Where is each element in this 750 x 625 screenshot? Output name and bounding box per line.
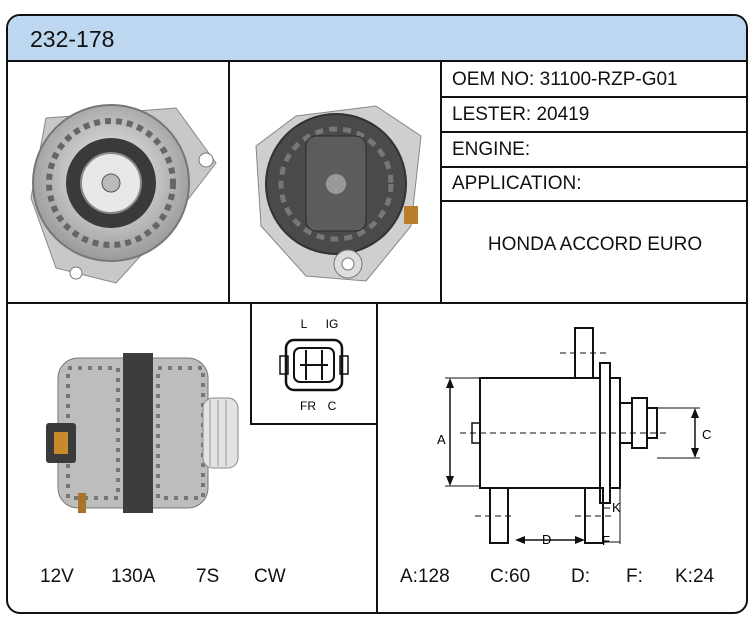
divider [440,166,746,168]
dimension-k-value: K:24 [675,566,715,587]
dim-k-label: K [612,500,621,515]
divider [250,304,252,424]
engine-row: ENGINE: [452,139,535,161]
amperage: 130A [111,566,156,587]
product-spec-sheet: 232-178 OEM NO: 31100-RZP-G01 LESTER: 20… [6,14,748,614]
engine-label: ENGINE: [452,139,531,160]
dimension-c-value: C:60 [490,566,531,587]
lester-value: 20419 [536,104,590,125]
dimension-a-value: A:128 [400,566,450,587]
alternator-rear-photo [255,105,422,282]
dim-d-label: D [542,532,551,547]
divider [440,131,746,133]
divider [8,302,746,304]
rotation: CW [254,566,286,587]
dimension-d-value: D: [571,566,590,587]
divider [228,60,230,304]
voltage: 12V [40,566,74,587]
divider [440,96,746,98]
pulley-grooves: 7S [196,566,220,587]
pin-label-c: C [328,399,337,413]
application-row: APPLICATION: [452,173,587,195]
divider [440,200,746,202]
dimension-drawing: A C D F K [437,327,711,548]
pin-label-fr: FR [300,399,316,413]
divider [376,304,378,612]
pin-label-l: L [301,317,308,331]
oem-label: OEM NO: [452,69,535,90]
header-bar: 232-178 [8,16,746,62]
dimension-f-value: F: [626,566,643,587]
divider [250,423,378,425]
connector-pin-diagram: L IG FR C [279,317,349,413]
application-label: APPLICATION: [452,173,582,194]
dim-a-label: A [437,432,446,447]
vehicle-application: HONDA ACCORD EURO [487,234,703,255]
part-number-title: 232-178 [30,26,115,52]
alternator-side-photo [46,353,239,513]
lester-label: LESTER: [452,104,532,125]
oem-number-row: OEM NO: 31100-RZP-G01 [452,69,678,91]
dim-c-label: C [702,427,711,442]
dim-f-label: F [602,533,610,548]
alternator-front-photo [30,104,217,284]
oem-value: 31100-RZP-G01 [539,69,678,90]
lester-row: LESTER: 20419 [452,104,589,126]
divider [440,60,442,304]
pin-label-ig: IG [326,317,339,331]
